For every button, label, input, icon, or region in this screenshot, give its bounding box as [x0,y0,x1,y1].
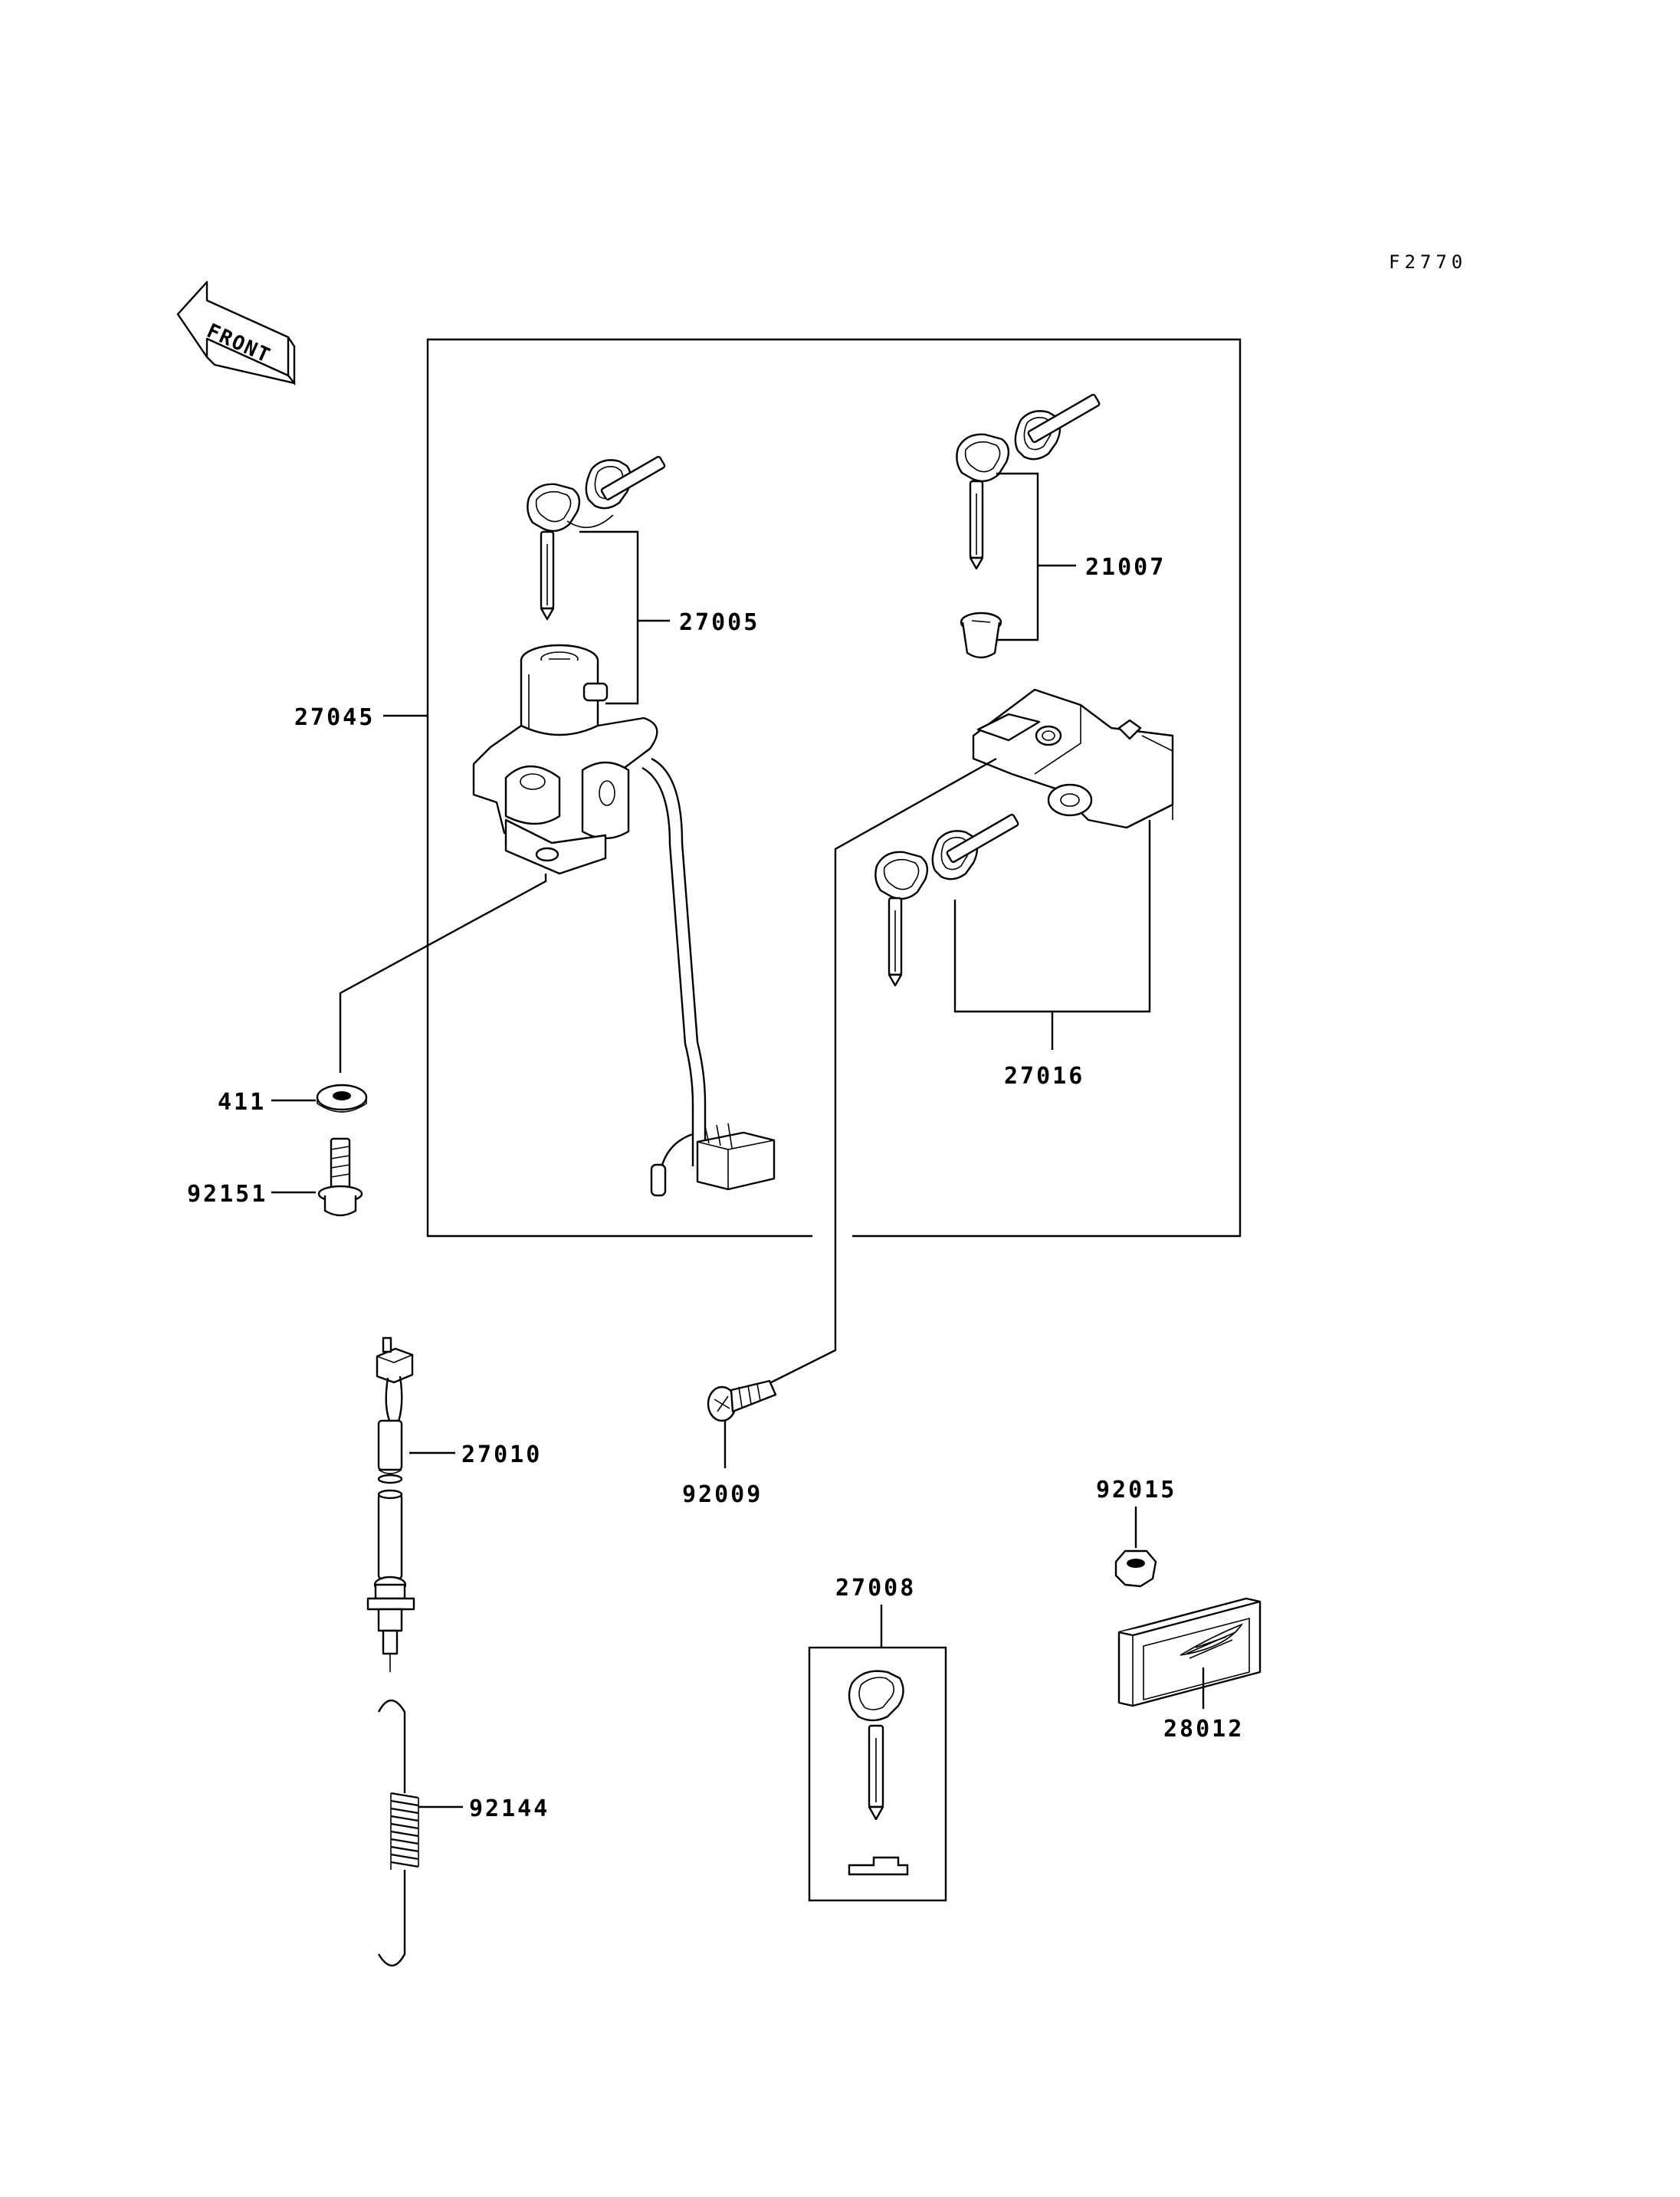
ignition-switch-icon [472,455,776,1197]
key-set-27016-icon [874,813,1019,987]
washer-icon [316,1084,368,1113]
figure-id: F2770 [1389,251,1467,273]
label-411: 411 [218,1089,266,1116]
label-27045: 27045 [294,704,375,731]
assembly-box [426,338,1242,1238]
label-27008: 27008 [835,1575,916,1602]
front-arrow-icon: FRONT [176,280,296,386]
emblem-icon [1117,1597,1262,1707]
key-set-21007-icon [956,393,1101,659]
label-27005: 27005 [679,609,760,636]
label-27010: 27010 [461,1441,542,1468]
spring-icon [377,1699,419,1967]
bolt-icon [317,1137,363,1217]
label-92151: 92151 [187,1181,267,1208]
leader-27005 [579,530,639,705]
blank-key-icon [808,1646,947,1902]
label-92144: 92144 [469,1795,550,1822]
label-92009: 92009 [682,1481,763,1508]
label-28012: 28012 [1163,1716,1244,1743]
label-21007: 21007 [1085,554,1166,581]
nut-icon [1114,1549,1157,1588]
helmet-lock-icon [972,688,1174,829]
label-27016: 27016 [1004,1063,1084,1090]
screw-icon [707,1379,777,1422]
label-92015: 92015 [1096,1477,1176,1503]
stop-switch-icon [366,1336,415,1672]
